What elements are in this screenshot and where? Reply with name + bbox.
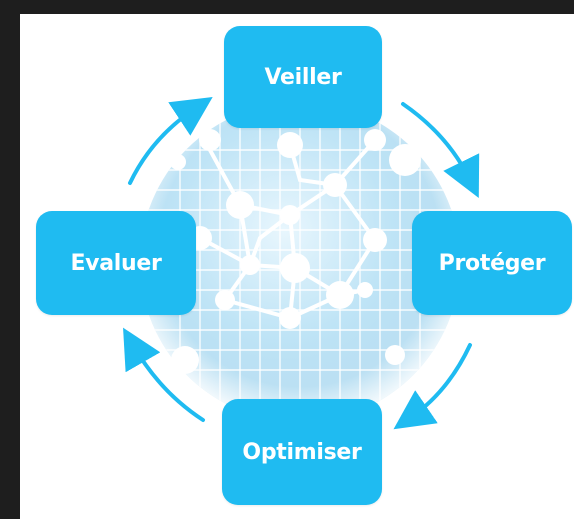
step-proteger: Protéger (412, 211, 572, 315)
arrow-left-top (128, 96, 213, 185)
step-veiller-label: Veiller (264, 64, 342, 90)
step-proteger-label: Protéger (438, 250, 546, 276)
arrow-right-bottom (393, 343, 472, 430)
step-evaluer: Evaluer (36, 211, 196, 315)
arrow-bottom-left (123, 327, 205, 422)
step-optimiser-label: Optimiser (242, 439, 362, 465)
step-optimiser: Optimiser (222, 399, 382, 505)
network-sphere (140, 102, 460, 422)
step-veiller: Veiller (224, 26, 382, 128)
arrow-top-right (401, 102, 480, 198)
step-evaluer-label: Evaluer (70, 250, 162, 276)
cycle-arrows (123, 96, 480, 430)
